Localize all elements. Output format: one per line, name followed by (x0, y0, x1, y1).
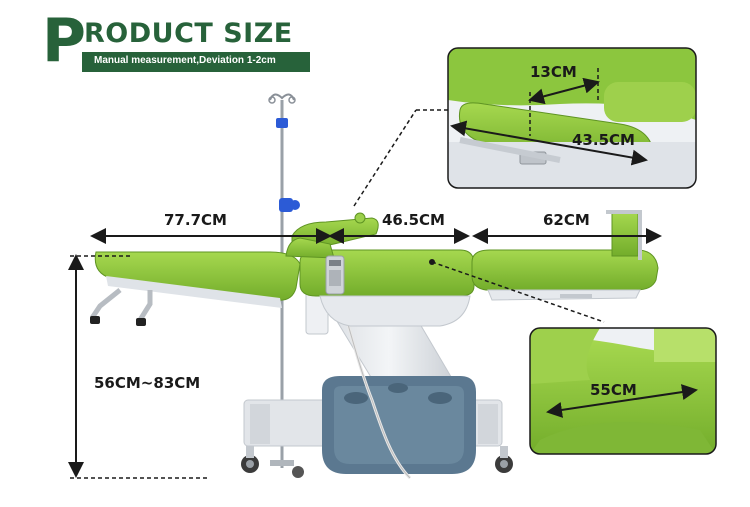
seat-section-label: 46.5CM (382, 211, 445, 229)
back-section-label: 62CM (543, 211, 590, 229)
leg-section-label: 77.7CM (164, 211, 227, 229)
armrest-length-label: 43.5CM (572, 131, 635, 149)
seat-width-label: 55CM (590, 381, 637, 399)
header-subtitle-bar (82, 52, 310, 72)
back-rest (471, 210, 659, 301)
product-size-header: P RODUCT SIZE Manual measurement,Deviati… (42, 6, 310, 76)
header-title: RODUCT SIZE (84, 18, 293, 49)
height-range-label: 56CM~83CM (94, 374, 201, 392)
foot-pad (322, 376, 476, 474)
header-subtitle: Manual measurement,Deviation 1-2cm (94, 55, 276, 66)
header-initial: P (42, 6, 86, 76)
seat-width-inset (529, 327, 717, 455)
armrest-width-label: 13CM (530, 63, 577, 81)
leg-rest (89, 251, 301, 326)
armrest-inset (447, 47, 697, 189)
